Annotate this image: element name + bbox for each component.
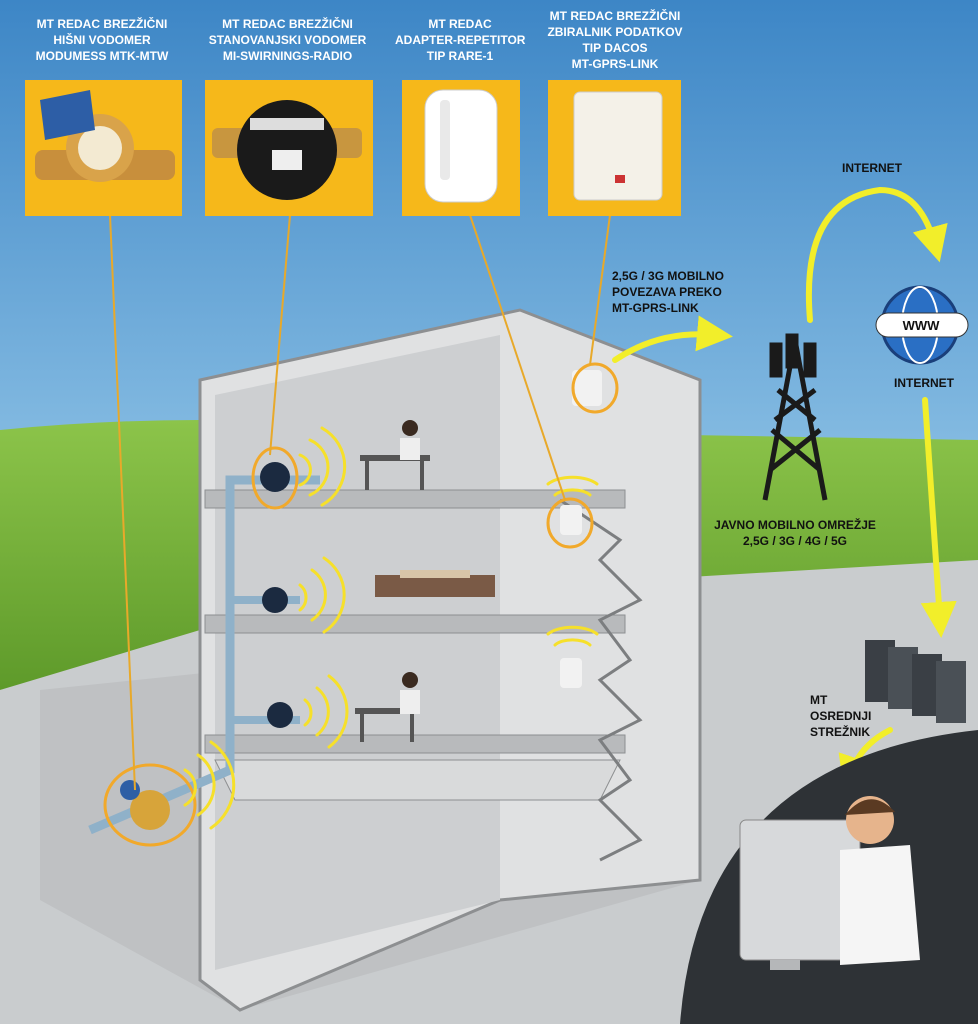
wifi-waves-icon [183,426,599,830]
collector-icon [573,91,663,201]
in-building-meters [120,370,602,830]
server-icon [865,640,966,723]
globe-icon [875,285,969,365]
connector-lines [109,214,611,791]
repeater-icon [424,89,498,203]
www-label: WWW [902,318,940,333]
internet-top-label: INTERNET [842,161,902,175]
water-meter-icon [35,90,175,182]
highlight-rings [103,362,619,847]
computer-user-icon [680,730,978,1024]
cell-tower-icon [762,333,828,501]
person-icon [402,420,418,436]
internet-bottom-label: INTERNET [894,376,954,390]
room-furniture [355,420,495,742]
radio-meter-icon [212,100,362,200]
